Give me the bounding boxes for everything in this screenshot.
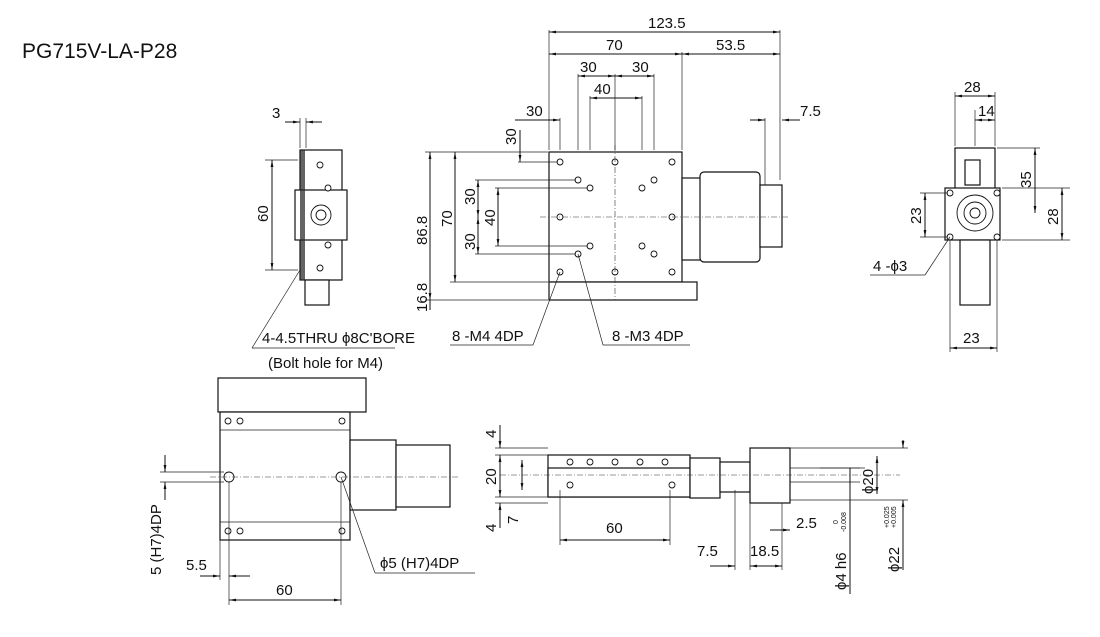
motor-connector xyxy=(759,184,783,248)
dim-7: 7 xyxy=(505,516,522,524)
dim-v-40: 40 xyxy=(482,209,499,226)
dim-v-30b: 30 xyxy=(462,233,479,250)
dim-14: 14 xyxy=(978,103,995,120)
dim-hole-pitch-2: 30 xyxy=(632,59,649,76)
dim-28-height: 28 xyxy=(1045,208,1062,225)
dim-motor-length: 53.5 xyxy=(716,37,745,54)
right-end-view: 28 14 35 28 23 23 4 -ϕ3 xyxy=(870,79,1070,352)
housing-tol-lower: +0.005 xyxy=(891,506,898,528)
dim-v-30-edge: 30 xyxy=(503,128,520,145)
dim-hole-pitch-1: 30 xyxy=(580,59,597,76)
front-side-view: 4 20 4 7 60 7.5 18.5 2.5 ϕ4 h6 0 -0.008 … xyxy=(483,425,908,594)
top-view: 123.5 70 53.5 30 30 40 30 7.5 30 40 30 3… xyxy=(414,15,821,346)
dim-phi20: ϕ20 xyxy=(860,469,877,494)
stage-table xyxy=(548,151,683,283)
dim-60-side: 60 xyxy=(606,520,623,537)
bottom-view: 5 (H7)4DP 5.5 60 ϕ5 (H7)4DP xyxy=(148,377,475,605)
dim-v-30a: 30 xyxy=(462,188,479,205)
dim-4-bottom: 4 xyxy=(483,524,500,532)
callout-m3-taps: 8 -M3 4DP xyxy=(612,328,684,345)
housing-tol-upper: +0.025 xyxy=(884,506,891,528)
holes xyxy=(566,458,676,489)
dim-18-5: 18.5 xyxy=(750,543,779,560)
dim-3: 3 xyxy=(272,105,280,122)
dim-2-5: 2.5 xyxy=(796,515,817,532)
callout-bolt-hole: 4-4.5THRU ϕ8C'BORE xyxy=(262,330,415,347)
dim-28-width: 28 xyxy=(964,79,981,96)
dim-4-top: 4 xyxy=(483,430,500,438)
left-side-view: 3 60 4-4.5THRU ϕ8C'BORE (Bolt hole for M… xyxy=(251,105,415,372)
dim-5-h7: 5 (H7)4DP xyxy=(148,504,165,575)
dim-5-5: 5.5 xyxy=(186,557,207,574)
dim-hole-pitch-40: 40 xyxy=(594,81,611,98)
dim-height-86-8: 86.8 xyxy=(414,216,431,245)
callout-bolt-hole-note: (Bolt hole for M4) xyxy=(268,355,383,372)
dim-23-vertical: 23 xyxy=(908,207,925,224)
dim-60: 60 xyxy=(255,205,272,222)
dim-23-horizontal: 23 xyxy=(963,330,980,347)
dim-v-70: 70 xyxy=(439,210,456,227)
callout-m4-taps: 8 -M4 4DP xyxy=(452,328,524,345)
shaft-tol-lower: -0.008 xyxy=(841,512,848,532)
dim-table-width: 70 xyxy=(606,37,623,54)
callout-phi3-holes: 4 -ϕ3 xyxy=(873,258,907,275)
dim-edge-30: 30 xyxy=(526,103,543,120)
dim-7-5-side: 7.5 xyxy=(697,543,718,560)
stage-base xyxy=(548,281,698,301)
shaft-tol-upper: 0 xyxy=(833,520,840,524)
dim-base-16-8: 16.8 xyxy=(414,283,431,312)
dim-20: 20 xyxy=(483,468,500,485)
dim-60-pin-pitch: 60 xyxy=(276,582,293,599)
dim-35: 35 xyxy=(1018,171,1035,188)
model-title: PG715V-LA-P28 xyxy=(22,40,177,63)
dim-overall-length: 123.5 xyxy=(648,15,686,32)
dim-phi22: ϕ22 xyxy=(886,547,903,572)
dim-7-5: 7.5 xyxy=(800,103,821,120)
callout-pin-holes: ϕ5 (H7)4DP xyxy=(380,555,459,572)
dim-shaft-phi4-h6: ϕ4 h6 xyxy=(833,552,850,590)
coupling xyxy=(681,177,703,261)
